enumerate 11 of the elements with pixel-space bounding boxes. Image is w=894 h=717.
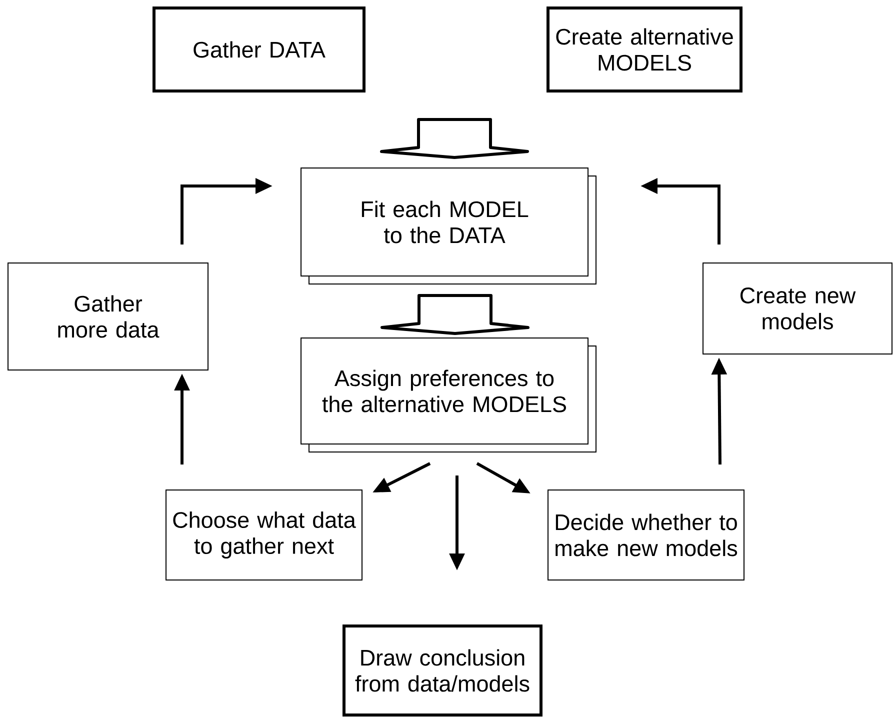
process-box: Gather more data	[8, 262, 208, 370]
process-box: Create new models	[702, 262, 892, 354]
double-box: Fit each MODEL to the DATA	[300, 168, 596, 284]
process-box: Draw conclusion from data/models	[342, 624, 542, 716]
double-box: Assign preferences to the alternative MODELS	[300, 338, 596, 452]
block-arrow	[380, 118, 529, 159]
block-arrow	[380, 294, 530, 335]
process-box: Choose what data to gather next	[166, 490, 362, 580]
process-box: Create alternative MODELS	[546, 6, 742, 92]
process-box: Decide whether to make new models	[548, 490, 744, 580]
process-box: Gather DATA	[152, 6, 366, 92]
